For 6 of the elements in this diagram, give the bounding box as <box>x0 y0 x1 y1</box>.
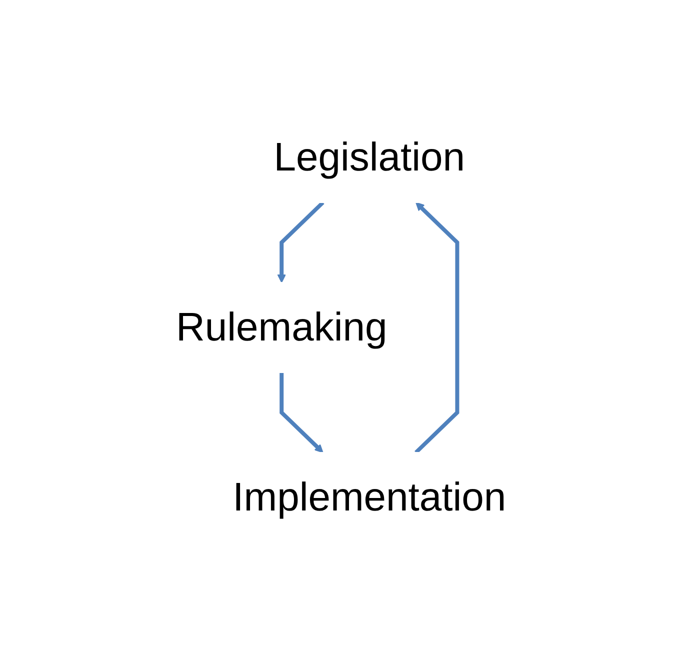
arrow <box>414 202 460 454</box>
arrow <box>280 372 324 453</box>
arrow <box>278 201 325 283</box>
node-text: Implementation <box>233 476 507 520</box>
node-text: Rulemaking <box>176 306 388 350</box>
node-text: Legislation <box>274 136 466 180</box>
